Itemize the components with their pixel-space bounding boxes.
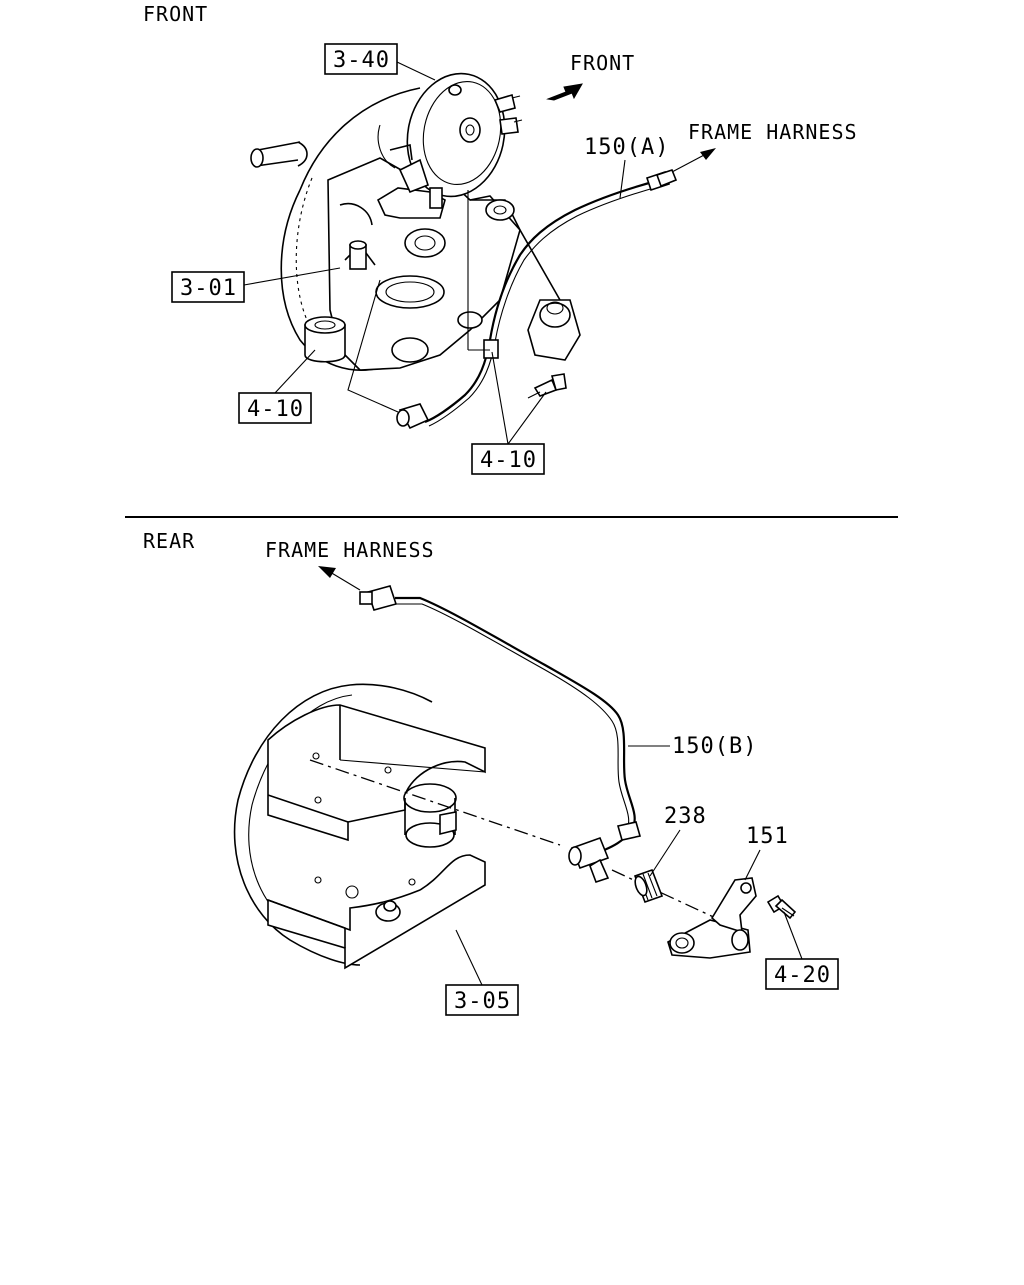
- front-direction-arrow-icon: [546, 83, 583, 101]
- callout-150b: 150(B): [672, 734, 757, 759]
- front-brake-chamber: [376, 72, 523, 219]
- rear-sensor-bracket: [667, 877, 757, 959]
- callout-3-40: 3-40: [333, 48, 390, 73]
- rear-harness-label: FRAME HARNESS: [265, 538, 435, 562]
- rear-sensor-axis: [611, 869, 721, 921]
- leader-3-01: [243, 267, 341, 286]
- leader-3-05: [455, 929, 483, 986]
- leader-4-10-left: [274, 349, 316, 394]
- rear-section-title: REAR: [143, 529, 195, 553]
- front-sensor-cable: [396, 169, 678, 430]
- callout-3-05: 3-05: [454, 989, 511, 1014]
- leader-238: [649, 829, 681, 877]
- rear-sensor-cable: [359, 585, 642, 884]
- front-harness-leader: [671, 153, 707, 173]
- front-knuckle-assembly: [250, 87, 581, 371]
- leader-151: [744, 849, 761, 881]
- rear-brake-assembly: [233, 683, 486, 970]
- callout-238: 238: [664, 804, 707, 829]
- callout-4-10-left: 4-10: [247, 397, 304, 422]
- callout-3-01: 3-01: [180, 276, 237, 301]
- leader-4-20: [783, 911, 803, 960]
- leader-150a: [619, 159, 626, 199]
- callout-box-3-05: [445, 984, 519, 1016]
- callout-box-4-10-left: [238, 392, 312, 424]
- front-leader-sensor: [347, 279, 399, 413]
- callout-150a: 150(A): [584, 135, 669, 160]
- callout-box-4-10-right: [471, 443, 545, 475]
- rear-sensor-bushing: [633, 868, 664, 904]
- rear-harness-arrow-icon: [318, 566, 336, 578]
- callout-box-3-40: [324, 43, 398, 75]
- callout-4-20: 4-20: [774, 963, 831, 988]
- front-direction-label: FRONT: [570, 51, 635, 75]
- rear-harness-leader: [329, 571, 361, 591]
- front-harness-arrow-icon: [700, 148, 716, 160]
- front-harness-label: FRAME HARNESS: [688, 120, 858, 144]
- callout-4-10-right: 4-10: [480, 448, 537, 473]
- callout-151: 151: [746, 824, 789, 849]
- leader-4-10-right: [491, 351, 547, 445]
- rear-center-axis: [309, 759, 561, 846]
- rear-bolt: [766, 894, 797, 920]
- leader-3-40: [396, 61, 436, 81]
- front-section-title: FRONT: [143, 2, 208, 26]
- callout-box-3-01: [171, 271, 245, 303]
